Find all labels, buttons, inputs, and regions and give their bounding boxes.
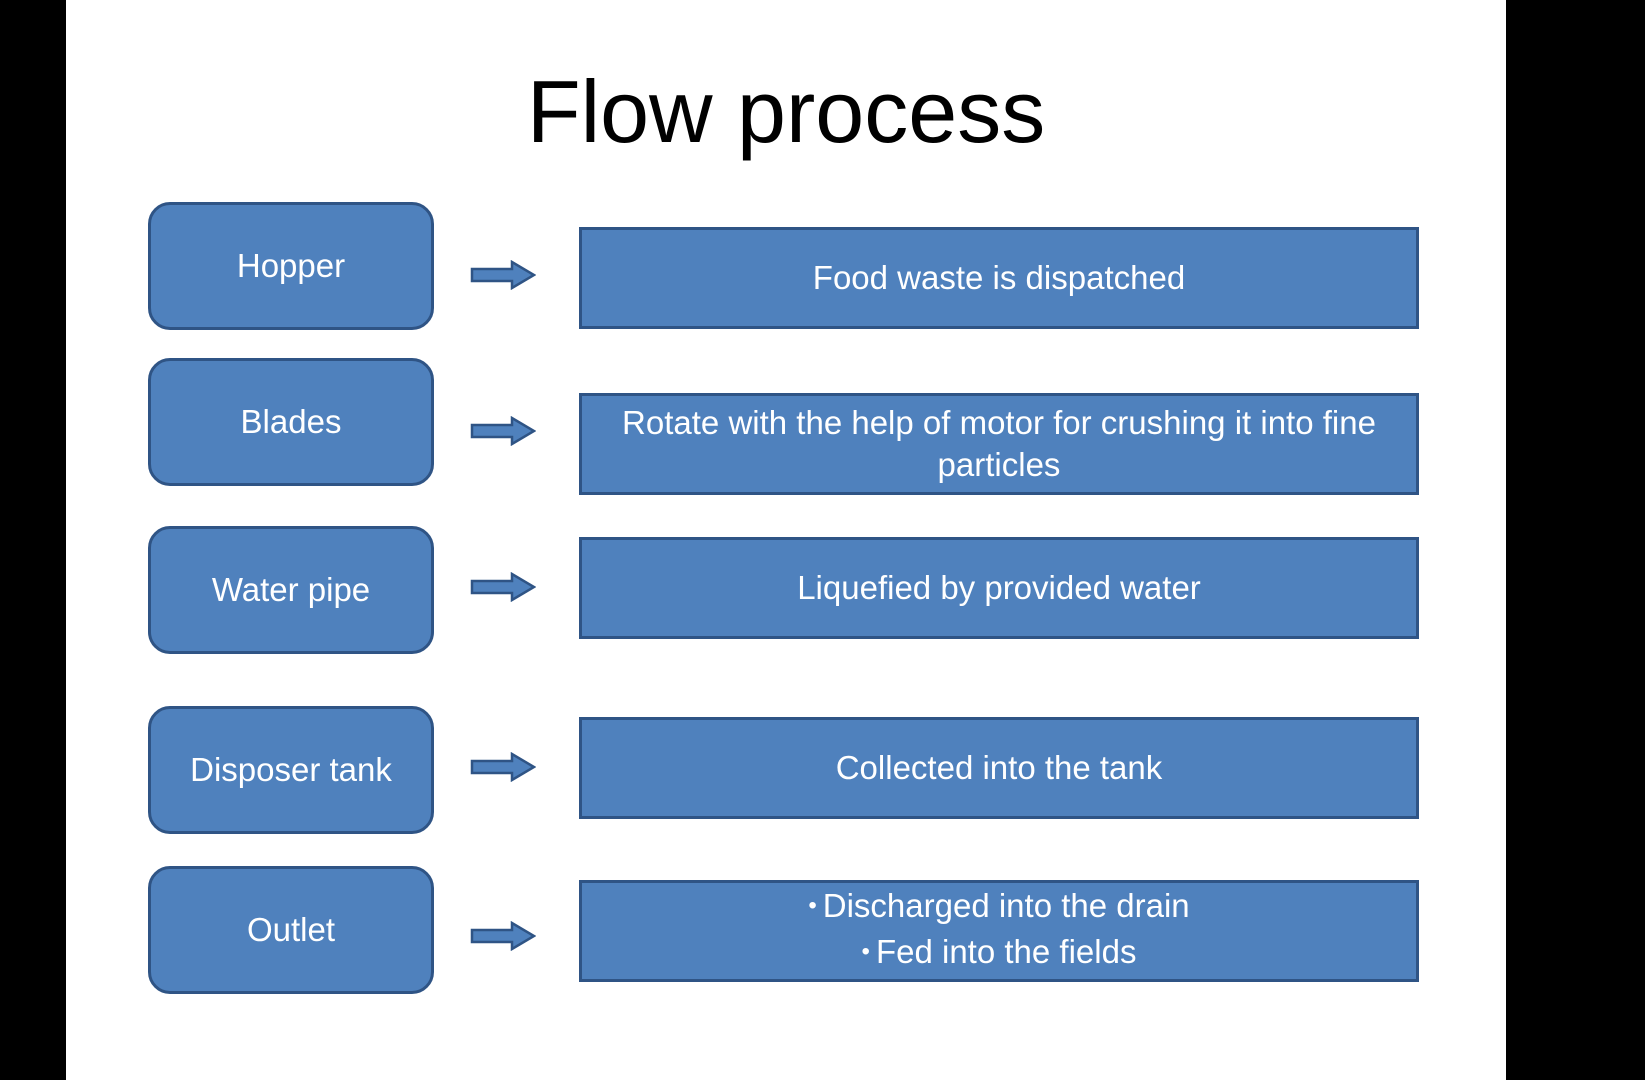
right-arrow-icon bbox=[470, 572, 536, 602]
description-text: Liquefied by provided water bbox=[797, 569, 1201, 606]
description-box-hopper: Food waste is dispatched bbox=[579, 227, 1419, 329]
right-arrow-icon bbox=[470, 921, 536, 951]
right-arrow-icon bbox=[470, 260, 536, 290]
bullet-item: Discharged into the drain bbox=[808, 885, 1190, 931]
description-box-blades: Rotate with the help of motor for crushi… bbox=[579, 393, 1419, 495]
right-arrow-icon bbox=[470, 752, 536, 782]
slide: Flow process Hopper Food waste is dispat… bbox=[66, 0, 1506, 1080]
stage-box-water-pipe: Water pipe bbox=[148, 526, 434, 654]
stage-box-disposer-tank: Disposer tank bbox=[148, 706, 434, 834]
description-box-outlet: Discharged into the drain Fed into the f… bbox=[579, 880, 1419, 982]
stage-box-blades: Blades bbox=[148, 358, 434, 486]
right-arrow-icon bbox=[470, 416, 536, 446]
stage-box-hopper: Hopper bbox=[148, 202, 434, 330]
description-text: Rotate with the help of motor for crushi… bbox=[622, 404, 1376, 483]
description-box-disposer-tank: Collected into the tank bbox=[579, 717, 1419, 819]
description-text: Collected into the tank bbox=[835, 749, 1163, 786]
description-text: Food waste is dispatched bbox=[812, 259, 1186, 296]
bullet-item: Fed into the fields bbox=[862, 931, 1137, 977]
stage-box-outlet: Outlet bbox=[148, 866, 434, 994]
slide-title: Flow process bbox=[526, 62, 1046, 161]
description-box-water-pipe: Liquefied by provided water bbox=[579, 537, 1419, 639]
